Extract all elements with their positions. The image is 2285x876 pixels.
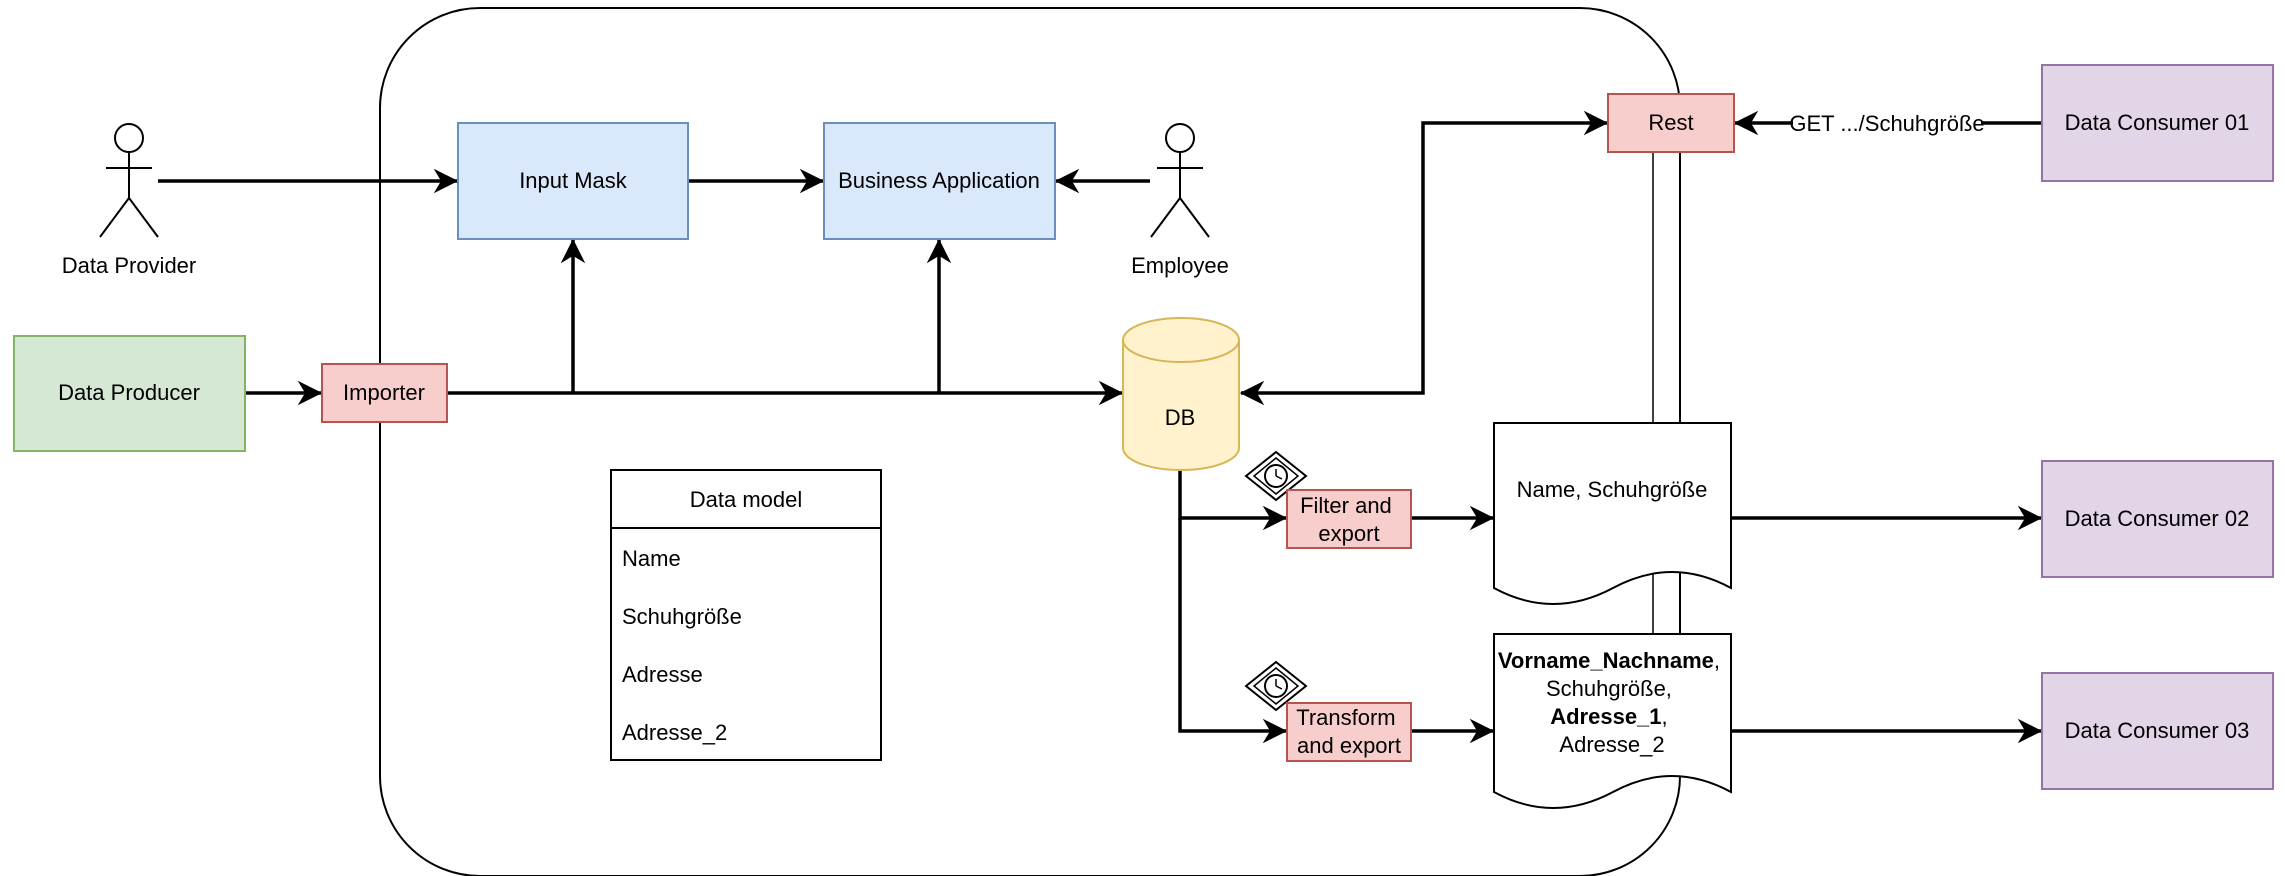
data-consumer-02-label: Data Consumer 02 [2065, 506, 2250, 531]
doc2-l1-bold: Vorname_Nachname [1498, 648, 1714, 673]
transform-export-line1: Transform [1296, 705, 1395, 730]
edges [158, 110, 2043, 744]
document2-line3: Adresse_1, [1550, 704, 1667, 729]
data-model-field: Schuhgröße [622, 604, 742, 629]
transform-export-box[interactable] [1286, 702, 1412, 762]
document2-text: Vorname_Nachname, Schuhgröße, Adresse_1,… [1498, 648, 1726, 757]
document2-line1: Vorname_Nachname, [1498, 648, 1720, 673]
data-model-field: Name [622, 546, 681, 571]
get-label-bg [1793, 110, 1981, 136]
doc2-l3-rest: , [1662, 704, 1668, 729]
db-cylinder[interactable] [1122, 317, 1240, 471]
rest-label: Rest [1648, 110, 1693, 135]
data-consumer-02-box[interactable] [2041, 460, 2274, 578]
doc2-l1-rest: , [1714, 648, 1720, 673]
importer-box[interactable] [321, 363, 448, 423]
data-consumer-01-label: Data Consumer 01 [2065, 110, 2250, 135]
get-request-label: GET .../Schuhgröße [1789, 111, 1984, 136]
document-name-shoesize[interactable] [1493, 422, 1732, 605]
actor-head [114, 123, 144, 153]
filter-export-label: Filter and export [1300, 493, 1398, 546]
business-application-box[interactable] [823, 122, 1056, 240]
actor-data-provider [99, 123, 159, 238]
input-mask-label: Input Mask [519, 168, 628, 193]
data-model-title: Data model [690, 487, 803, 512]
timer-icon [1244, 450, 1308, 502]
input-mask-box[interactable] [457, 122, 689, 240]
data-model-field: Adresse [622, 662, 703, 687]
employee-label: Employee [1131, 253, 1229, 278]
data-model-table[interactable] [610, 469, 882, 761]
data-consumer-03-box[interactable] [2041, 672, 2274, 790]
data-provider-label: Data Provider [62, 253, 197, 278]
actor-employee [1150, 123, 1210, 238]
data-consumer-01-box[interactable] [2041, 64, 2274, 182]
transform-export-label: Transform and export [1296, 705, 1402, 758]
actor-head [1165, 123, 1195, 153]
document2-line2: Schuhgröße, [1546, 676, 1672, 701]
document1-text: Name, Schuhgröße [1517, 477, 1708, 502]
edge-db-to-transform [1178, 518, 1288, 744]
data-model-field: Adresse_2 [622, 720, 727, 745]
document-full-record[interactable] [1493, 633, 1732, 809]
filter-export-box[interactable] [1286, 489, 1412, 549]
data-producer-label: Data Producer [58, 380, 200, 405]
importer-label: Importer [343, 380, 425, 405]
transform-export-line2: and export [1297, 733, 1401, 758]
edge-db-rest-bidirectional [1239, 110, 1609, 406]
db-label: DB [1165, 405, 1196, 430]
data-consumer-03-label: Data Consumer 03 [2065, 718, 2250, 743]
document2-line4: Adresse_2 [1559, 732, 1664, 757]
rest-box[interactable] [1607, 93, 1735, 153]
data-producer-box[interactable] [13, 335, 246, 452]
timer-icon [1244, 660, 1308, 712]
filter-export-line2: export [1318, 521, 1379, 546]
filter-export-line1: Filter and [1300, 493, 1392, 518]
doc2-l3-bold: Adresse_1 [1550, 704, 1661, 729]
business-application-label: Business Application [838, 168, 1040, 193]
